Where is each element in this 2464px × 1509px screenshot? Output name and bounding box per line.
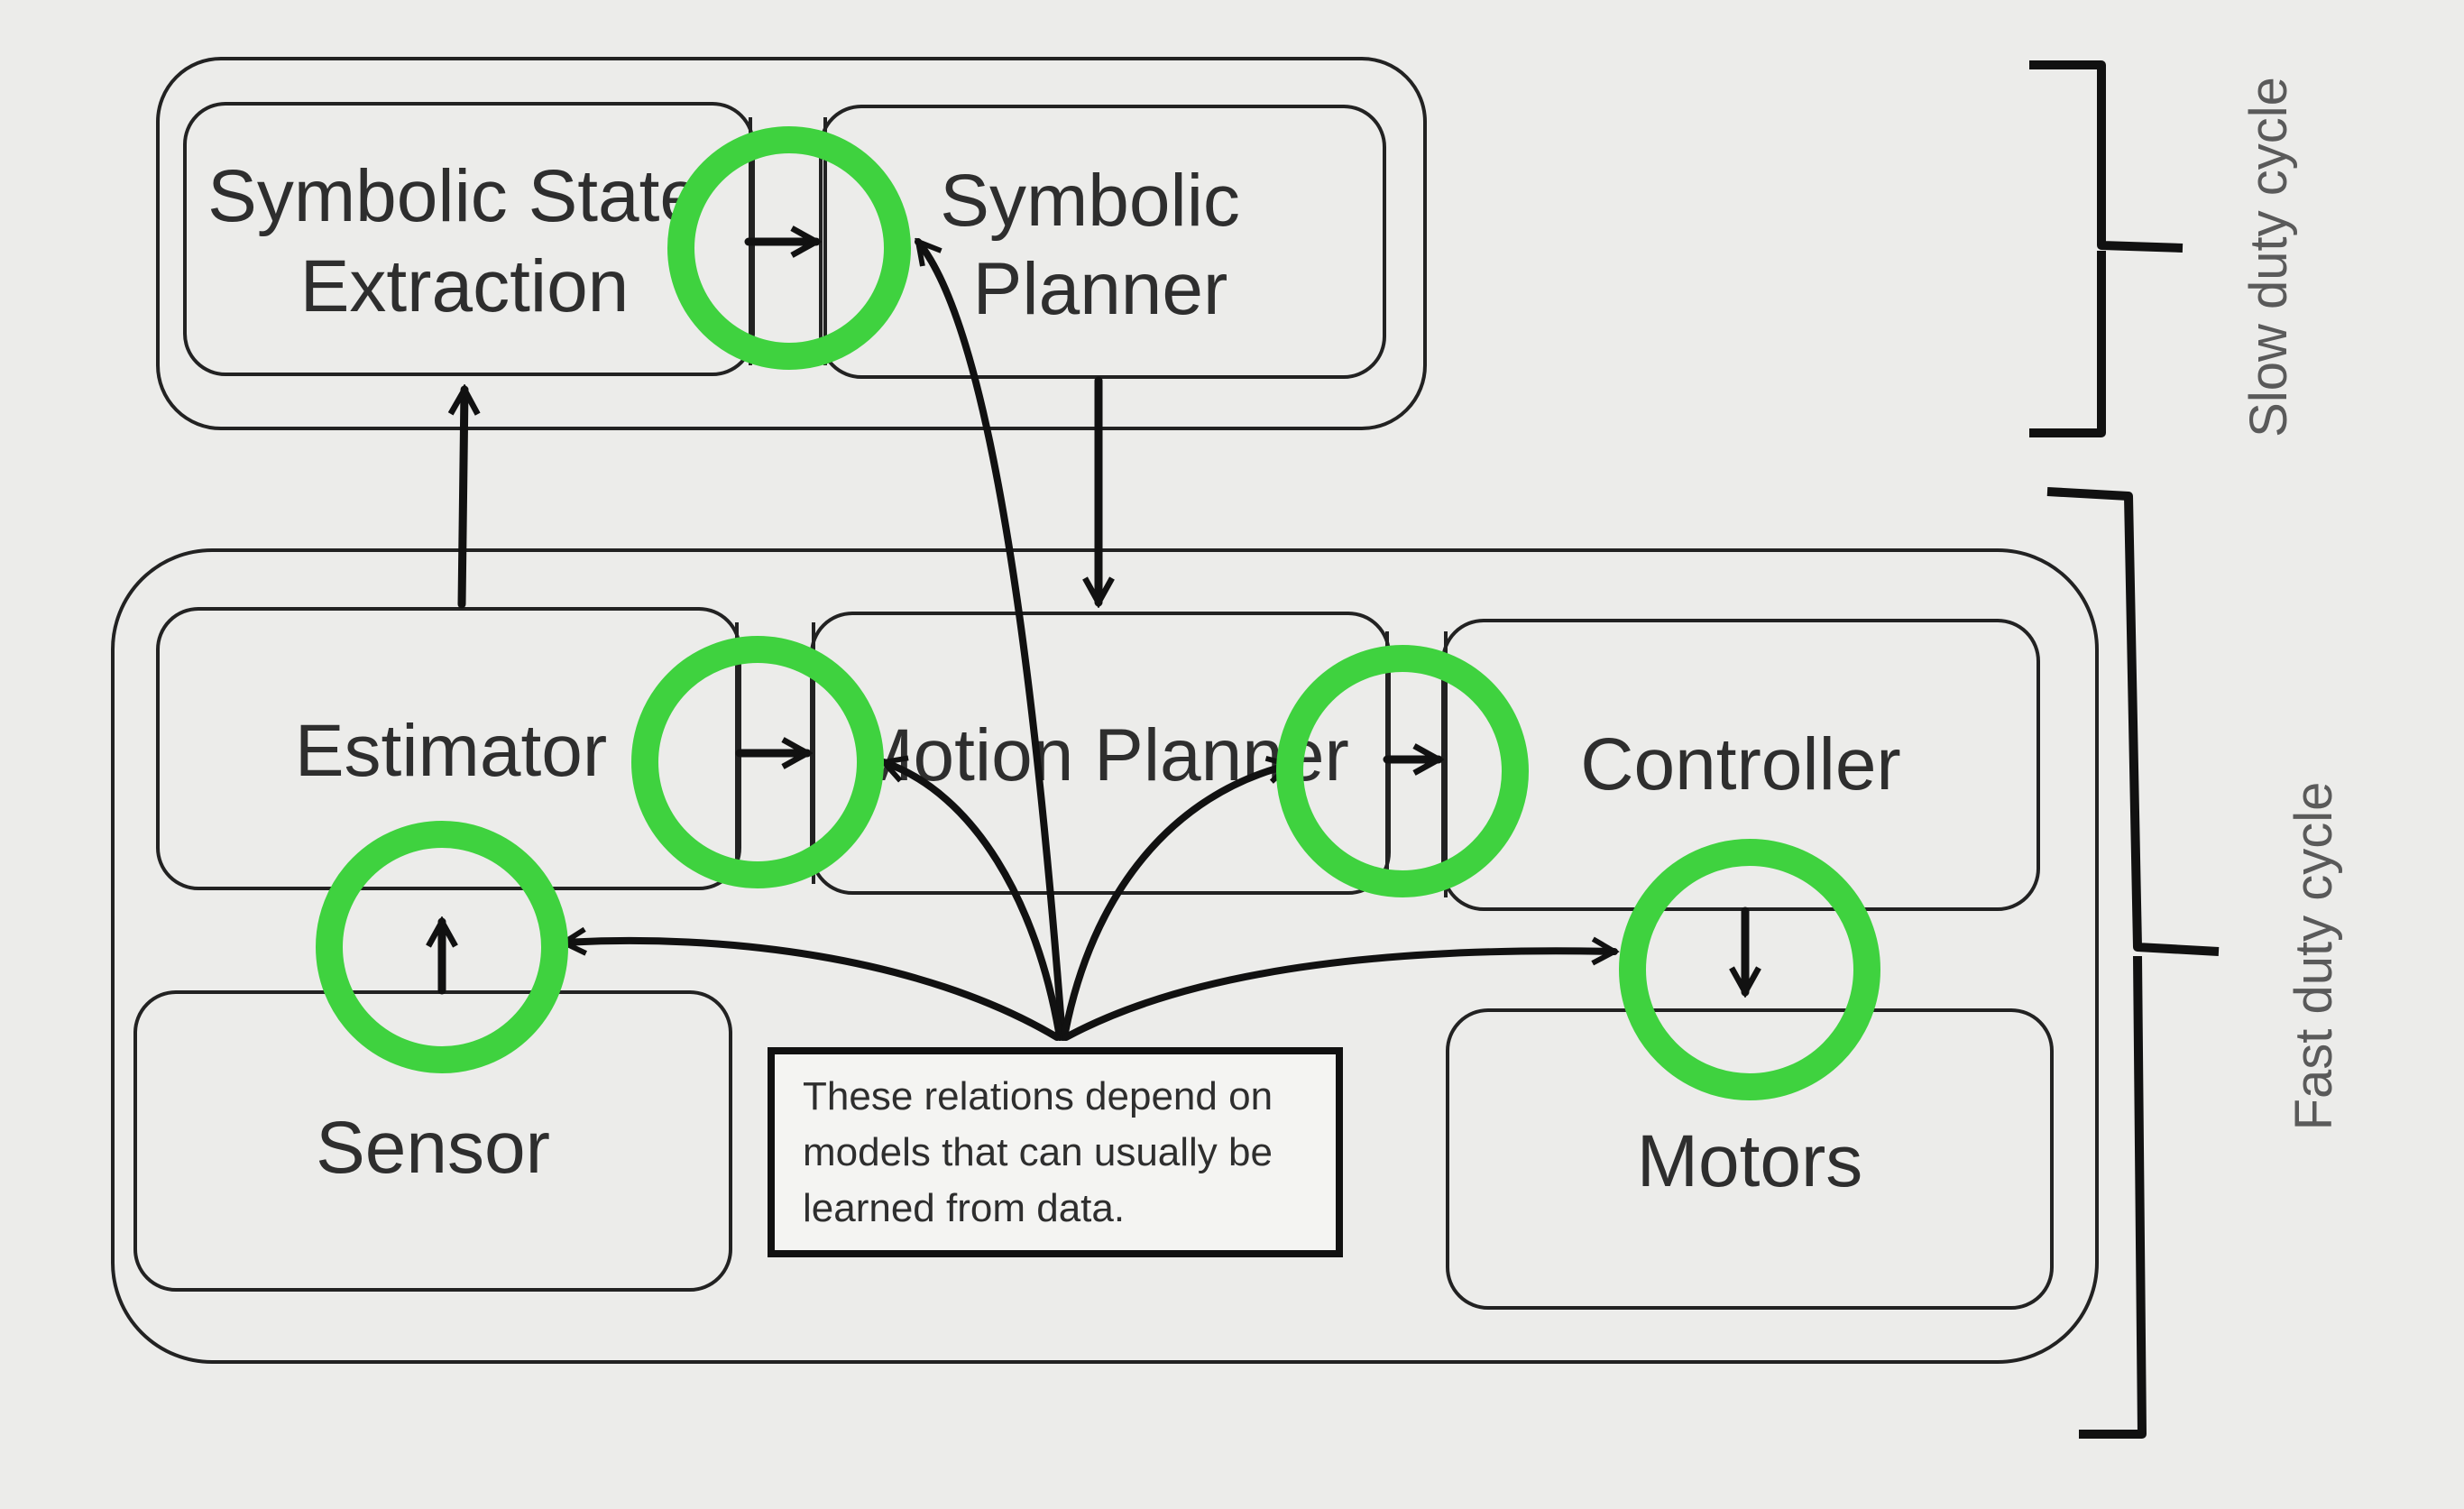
relation-arrow-estimator-interface bbox=[884, 762, 1063, 1041]
controller-label: Controller bbox=[1580, 723, 1900, 805]
slow-duty-cycle-label: Slow duty cycle bbox=[2239, 77, 2298, 437]
estimator-box bbox=[156, 607, 741, 890]
motors-label: Motors bbox=[1637, 1120, 1863, 1202]
relation-arrow-motors-interface bbox=[1062, 951, 1614, 1041]
flow-arrows bbox=[442, 242, 1745, 992]
sensor-label: Sensor bbox=[316, 1107, 550, 1189]
fast-cycle-brace bbox=[2046, 487, 2220, 1439]
highlight-circle-motors-interface bbox=[1619, 839, 1880, 1100]
sensor-box bbox=[133, 990, 732, 1292]
note-box bbox=[768, 1047, 1343, 1257]
slow-cycle-brace bbox=[2029, 60, 2184, 437]
highlight-circle-symbolic-interface bbox=[667, 126, 911, 370]
estimator-to-extraction-arrow bbox=[462, 390, 464, 609]
symbolic-state-extraction-label: Symbolic State Extraction bbox=[207, 155, 722, 327]
relation-arrow-symbolic bbox=[915, 242, 1066, 1041]
motors-box bbox=[1446, 1008, 2054, 1310]
relation-arrow-sensor-interface bbox=[564, 941, 1061, 1041]
relation-arrows bbox=[564, 242, 1614, 1041]
fast-cycle-group bbox=[111, 548, 2099, 1364]
highlight-circle-sensor-interface bbox=[316, 821, 568, 1073]
highlight-circles bbox=[316, 126, 1880, 1100]
highlight-circle-estimator-interface bbox=[631, 636, 884, 888]
estimator-label: Estimator bbox=[295, 710, 607, 792]
fast-duty-cycle-label: Fast duty cycle bbox=[2285, 782, 2343, 1131]
slow-cycle-group bbox=[156, 57, 1427, 430]
note-text: These relations depend on models that ca… bbox=[803, 1074, 1283, 1230]
highlight-circle-controller-interface bbox=[1276, 645, 1529, 897]
relation-arrow-controller-interface bbox=[1061, 765, 1290, 1041]
symbolic-planner-label: Symbolic Planner bbox=[940, 160, 1260, 330]
